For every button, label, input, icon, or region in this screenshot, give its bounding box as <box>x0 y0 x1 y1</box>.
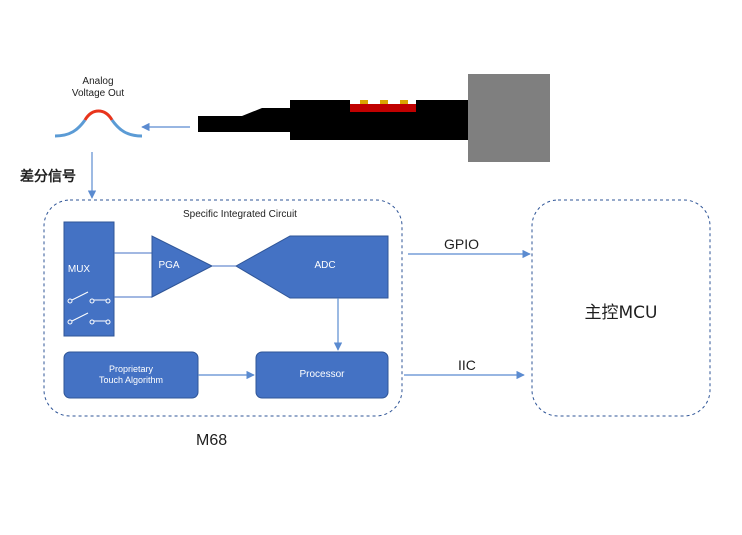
chip-name: M68 <box>196 432 228 449</box>
analog-label: Analog Voltage Out <box>52 76 144 100</box>
diff-signal-label: 差分信号 <box>20 169 76 185</box>
sensor-chip <box>350 104 416 112</box>
asic-title: Specific Integrated Circuit <box>183 209 297 220</box>
processor-label: Processor <box>299 369 345 380</box>
algorithm-label: Proprietary Touch Algorithm <box>64 364 198 386</box>
asic-container <box>43 199 403 417</box>
pga-label: PGA <box>158 260 180 271</box>
connector-block <box>468 74 550 162</box>
analog-waveform-icon <box>54 109 143 138</box>
adc-block <box>234 235 389 299</box>
mcu-container <box>531 199 711 417</box>
analog-label-line2: Voltage Out <box>71 88 125 99</box>
sensor-pad-3 <box>400 100 408 104</box>
processor-block <box>255 351 389 399</box>
switch-icon <box>67 291 111 325</box>
mux-block <box>63 221 115 337</box>
sensor-cable-graphic <box>198 74 550 162</box>
adc-label: ADC <box>314 260 336 271</box>
iic-label: IIC <box>458 357 476 373</box>
algorithm-label-line1: Proprietary <box>108 364 153 374</box>
pga-block <box>151 235 214 298</box>
sensor-pad-1 <box>360 100 368 104</box>
mux-label: MUX <box>67 264 91 275</box>
cable-tip <box>198 108 292 132</box>
mcu-label: 主控MCU <box>584 303 658 323</box>
gpio-label: GPIO <box>444 236 480 252</box>
analog-label-line1: Analog <box>82 76 114 87</box>
algorithm-label-line2: Touch Algorithm <box>98 375 164 385</box>
sensor-pad-2 <box>380 100 388 104</box>
